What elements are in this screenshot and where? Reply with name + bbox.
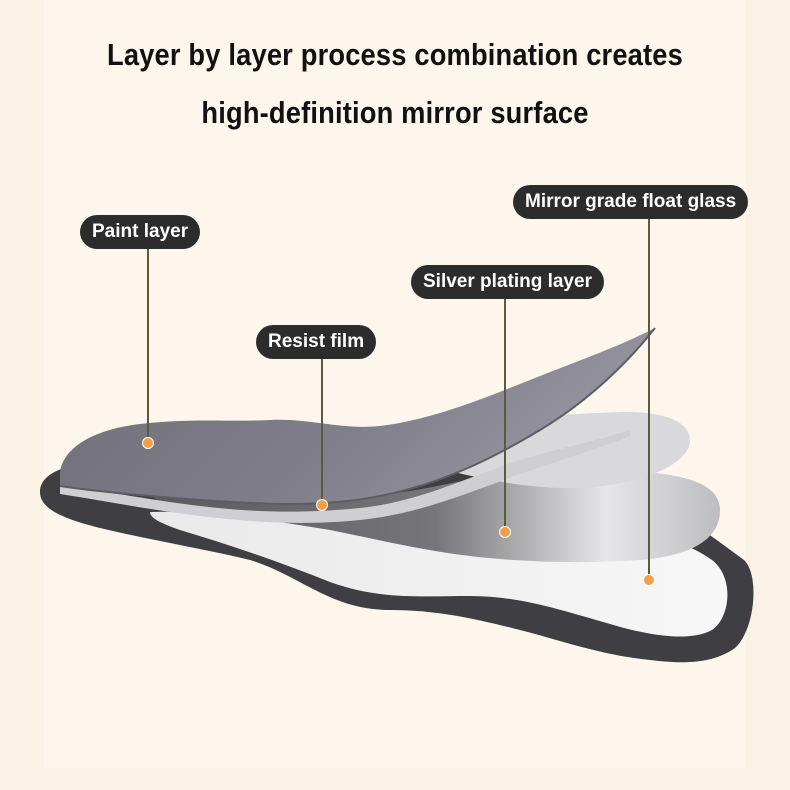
silver-leader-line bbox=[504, 298, 506, 530]
silver-layer bbox=[150, 470, 720, 563]
paint-layer-edge bbox=[59, 327, 656, 505]
silver-plating-label: Silver plating layer bbox=[411, 265, 604, 299]
paint-layer bbox=[60, 328, 655, 504]
paint-leader-line bbox=[147, 248, 149, 442]
silver-marker-dot bbox=[499, 526, 511, 538]
resist-marker-dot bbox=[316, 499, 328, 511]
glass-marker-dot bbox=[643, 574, 655, 586]
mirror-glass-label: Mirror grade float glass bbox=[513, 185, 749, 219]
resist-leader-line bbox=[321, 358, 323, 504]
page-title: Layer by layer process combination creat… bbox=[47, 26, 742, 142]
paint-marker-dot bbox=[142, 437, 154, 449]
title-line-1: Layer by layer process combination creat… bbox=[107, 37, 683, 72]
title-line-2: high-definition mirror surface bbox=[201, 95, 589, 130]
resist-film-label: Resist film bbox=[256, 325, 377, 359]
paint-layer-label: Paint layer bbox=[80, 215, 201, 249]
glass-leader-line bbox=[648, 218, 650, 580]
